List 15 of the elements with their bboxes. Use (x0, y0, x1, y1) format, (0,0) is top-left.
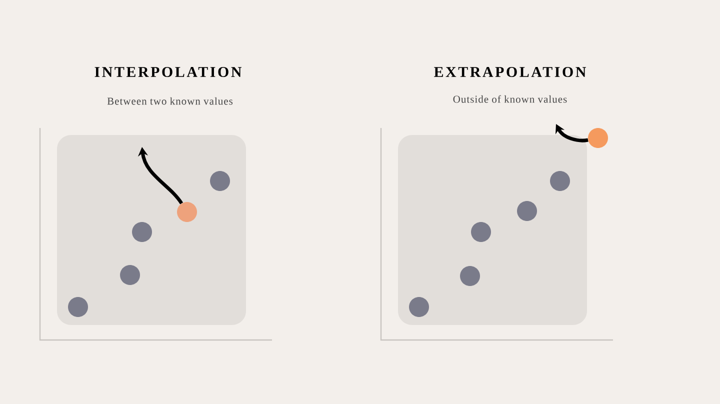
data-point (177, 202, 197, 222)
heading: EXTRAPOLATION (434, 67, 586, 78)
data-point (132, 222, 152, 242)
data-point (471, 222, 491, 242)
data-point (409, 297, 429, 317)
data-point (588, 128, 608, 148)
subtitle: Outside of known values (453, 95, 567, 103)
data-point (517, 201, 537, 221)
data-point (460, 266, 480, 286)
data-point (68, 297, 88, 317)
data-point (210, 171, 230, 191)
subtitle: Between two known values (107, 97, 233, 105)
heading: INTERPOLATION (94, 67, 242, 78)
data-point (550, 171, 570, 191)
data-point (120, 265, 140, 285)
